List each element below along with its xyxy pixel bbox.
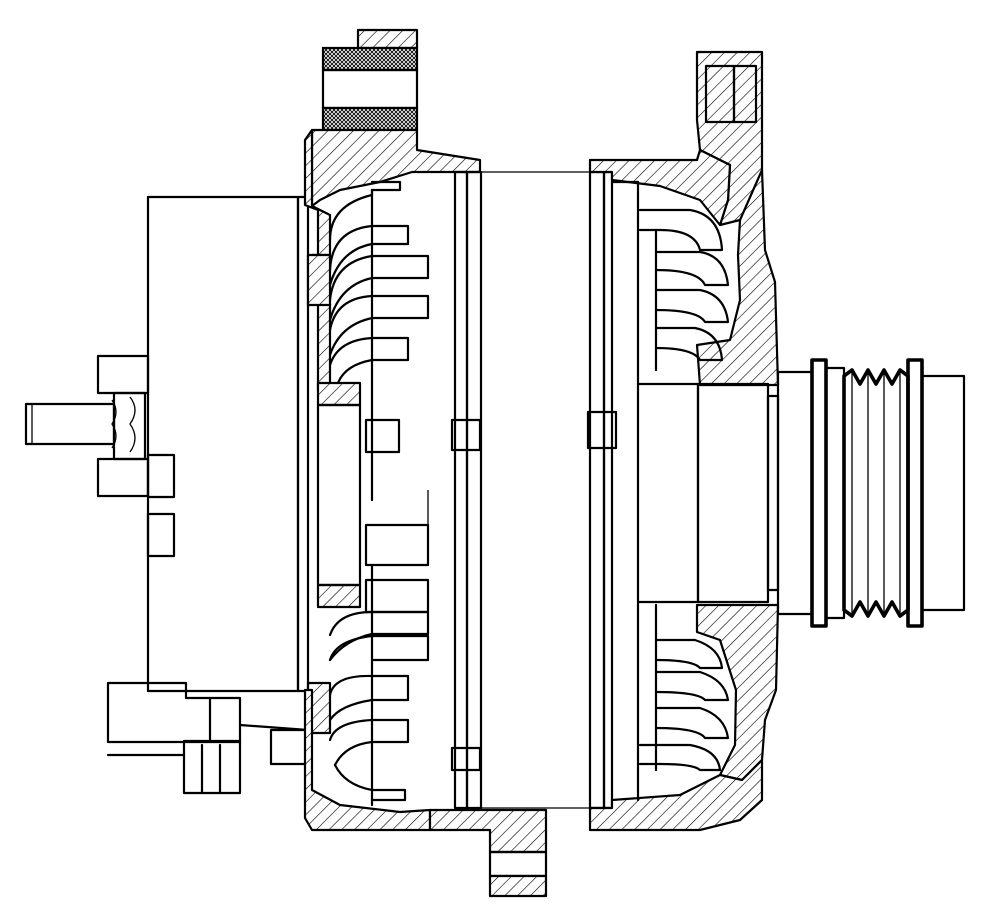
pulley [776, 358, 966, 628]
rear-fan [328, 180, 430, 807]
rear-housing [303, 28, 548, 898]
pulley-flange-right [906, 358, 924, 628]
regulator-box [146, 195, 300, 693]
pulley-nut [920, 374, 966, 612]
front-housing [588, 50, 780, 832]
terminal-stud [24, 354, 176, 558]
stator-lamination-left [453, 170, 469, 810]
pulley-flange-left [810, 358, 828, 628]
stator [450, 170, 618, 810]
stud-bolt [24, 402, 116, 446]
stator-lamination-right [588, 170, 606, 810]
front-bearing [696, 382, 770, 604]
front-fan [638, 208, 730, 772]
rear-cover [106, 195, 310, 795]
connector-plug [182, 739, 242, 795]
pulley-grooves [842, 368, 910, 618]
